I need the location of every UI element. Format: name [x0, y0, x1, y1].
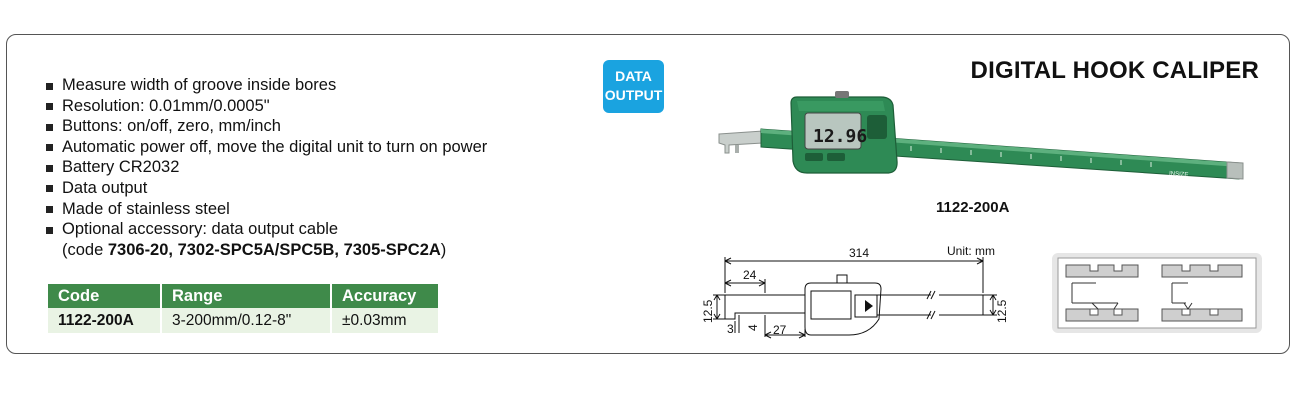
model-label: 1122-200A — [936, 199, 1010, 216]
table-header-row: Code Range Accuracy — [48, 284, 438, 308]
feature-item: Battery CR2032 — [45, 157, 487, 178]
cell-range: 3-200mm/0.12-8" — [161, 308, 332, 333]
spec-table: Code Range Accuracy 1122-200A 3-200mm/0.… — [48, 284, 438, 333]
product-title: DIGITAL HOOK CALIPER — [970, 57, 1259, 84]
feature-item: Resolution: 0.01mm/0.0005" — [45, 96, 487, 117]
dimension-drawing: 314 24 12.5 12.5 3 4 27 — [701, 246, 1009, 339]
display-reading: 12.96 — [813, 126, 867, 147]
brand-mark: INSIZE — [1169, 171, 1189, 178]
dim-gap: 4 — [746, 324, 760, 331]
accessory-codes: (code 7306-20, 7302-SPC5A/SPC5B, 7305-SP… — [62, 240, 447, 259]
header-range: Range — [161, 284, 332, 308]
unit-label: Unit: mm — [947, 244, 995, 258]
dim-offset: 27 — [773, 323, 787, 337]
header-accuracy: Accuracy — [331, 284, 438, 308]
groove-diagram — [1052, 253, 1262, 333]
cell-code: 1122-200A — [48, 308, 162, 333]
caliper-photo: INSIZE 12.96 — [718, 91, 1244, 180]
header-code: Code — [48, 284, 162, 308]
feature-item: Optional accessory: data output cable — [45, 219, 487, 240]
feature-item: Buttons: on/off, zero, mm/inch — [45, 116, 487, 137]
table-row: 1122-200A 3-200mm/0.12-8" ±0.03mm — [48, 308, 438, 333]
dim-tip-length: 24 — [743, 268, 757, 282]
product-card: Measure width of groove inside bores Res… — [6, 34, 1290, 354]
feature-list: Measure width of groove inside bores Res… — [45, 75, 487, 260]
data-output-badge: DATA OUTPUT — [603, 60, 664, 113]
feature-item: Data output — [45, 178, 487, 199]
feature-item: Measure width of groove inside bores — [45, 75, 487, 96]
dim-length: 314 — [849, 246, 869, 260]
dim-height-left: 12.5 — [701, 299, 715, 323]
dim-tip-width: 3 — [727, 322, 734, 336]
dim-height-right: 12.5 — [995, 299, 1009, 323]
feature-item: Made of stainless steel — [45, 199, 487, 220]
accessory-code-list: 7306-20, 7302-SPC5A/SPC5B, 7305-SPC2A — [107, 240, 441, 259]
feature-item: Automatic power off, move the digital un… — [45, 137, 487, 158]
cell-accuracy: ±0.03mm — [331, 308, 438, 333]
